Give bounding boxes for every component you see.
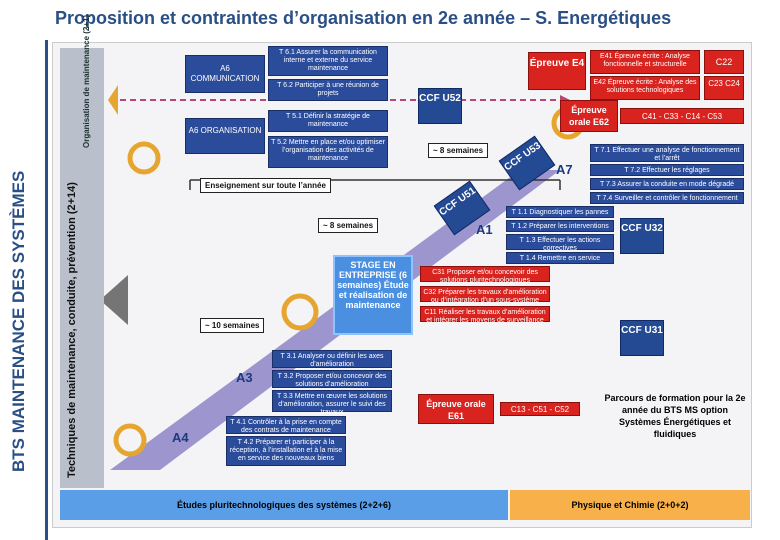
epreuve-e62: Épreuve orale E62 <box>560 100 618 132</box>
task-t11: T 1.1 Diagnostiquer les pannes <box>506 206 614 218</box>
activity-a3: A3 <box>236 370 253 385</box>
ccf-u31: CCF U31 <box>620 320 664 356</box>
competence-c32: C32 Préparer les travaux d’amélioration … <box>420 286 550 304</box>
cycle-icon-a6 <box>127 141 161 175</box>
task-t13: T 1.3 Effectuer les actions correctives <box>506 234 614 252</box>
task-t51: T 5.1 Définir la stratégie de maintenanc… <box>268 110 388 132</box>
activity-a7: A7 <box>556 162 573 177</box>
left-grey-panel: Organisation de maintenance (2+1) Techni… <box>60 15 104 488</box>
left-panel-top-text: Organisation de maintenance (2+1) <box>82 14 91 148</box>
left-arrow-marker <box>100 275 128 325</box>
side-title-strip: BTS MAINTENANCE DES SYSTÈMES <box>0 40 48 540</box>
task-t14: T 1.4 Remettre en service <box>506 252 614 264</box>
task-t61: T 6.1 Assurer la communication interne e… <box>268 46 388 76</box>
activity-a1: A1 <box>476 222 493 237</box>
task-t32: T 3.2 Proposer et/ou concevoir des solut… <box>272 370 392 388</box>
bottom-bar-etudes: Études pluritechnologiques des systèmes … <box>60 490 508 520</box>
cycle-icon-a4 <box>113 423 147 457</box>
competence-c11: C11 Réaliser les travaux d’amélioration … <box>420 306 550 324</box>
task-t12: T 1.2 Préparer les interventions <box>506 220 614 232</box>
parcours-text: Parcours de formation pour la 2e année d… <box>604 393 746 439</box>
task-t52: T 5.2 Mettre en place et/ou optimiser l’… <box>268 136 388 168</box>
left-panel-bottom-text: Techniques de maintenance, conduite, pré… <box>66 182 78 478</box>
epreuve-e4: Épreuve E4 <box>528 52 586 90</box>
task-t41: T 4.1 Contrôler à la prise en compte des… <box>226 416 346 434</box>
competence-c23-c24: C23 C24 <box>704 76 744 100</box>
epreuve-e41: E41 Épreuve écrite : Analyse fonctionnel… <box>590 50 700 74</box>
competence-c22: C22 <box>704 50 744 74</box>
duration-8-weeks-middle: ~ 8 semaines <box>318 218 379 233</box>
cycle-arrow-top <box>108 85 118 115</box>
task-t74: T 7.4 Surveiller et contrôler le fonctio… <box>590 192 744 204</box>
stage-entreprise-box: STAGE EN ENTREPRISE (6 semaines) Étude e… <box>333 255 413 335</box>
task-t72: T 7.2 Effectuer les réglages <box>590 164 744 176</box>
competences-e61: C13 - C51 - C52 <box>500 402 580 416</box>
page-title: Proposition et contraintes d’organisatio… <box>55 8 672 28</box>
competences-e62: C41 - C33 - C14 - C53 <box>620 108 744 124</box>
ccf-u32: CCF U32 <box>620 218 664 254</box>
task-t71: T 7.1 Effectuer une analyse de fonctionn… <box>590 144 744 162</box>
task-t42: T 4.2 Préparer et participer à la récept… <box>226 436 346 466</box>
cycle-icon-a3 <box>281 293 319 331</box>
competence-c31: C31 Proposer et/ou concevoir des solutio… <box>420 266 550 292</box>
ccf-u52: CCF U52 <box>418 88 462 124</box>
task-t33: T 3.3 Mettre en œuvre les solutions d’am… <box>272 390 392 416</box>
duration-8-weeks-top: ~ 8 semaines <box>428 143 489 158</box>
activity-a4: A4 <box>172 430 189 445</box>
task-t31: T 3.1 Analyser ou définir les axes d’amé… <box>272 350 392 368</box>
enseignement-label: Enseignement sur toute l’année <box>200 178 331 193</box>
task-t73: T 7.3 Assurer la conduite en mode dégrad… <box>590 178 744 190</box>
bottom-bar-physique: Physique et Chimie (2+0+2) <box>510 490 750 520</box>
epreuve-e61: Épreuve orale E61 <box>418 394 494 424</box>
a6-communication-box: A6 COMMUNICATION <box>185 55 265 93</box>
task-t62: T 6.2 Participer à une réunion de projet… <box>268 79 388 101</box>
epreuve-e42: E42 Épreuve écrite : Analyse des solutio… <box>590 76 700 100</box>
duration-10-weeks: ~ 10 semaines <box>200 318 265 333</box>
a6-organisation-box: A6 ORGANISATION <box>185 118 265 154</box>
